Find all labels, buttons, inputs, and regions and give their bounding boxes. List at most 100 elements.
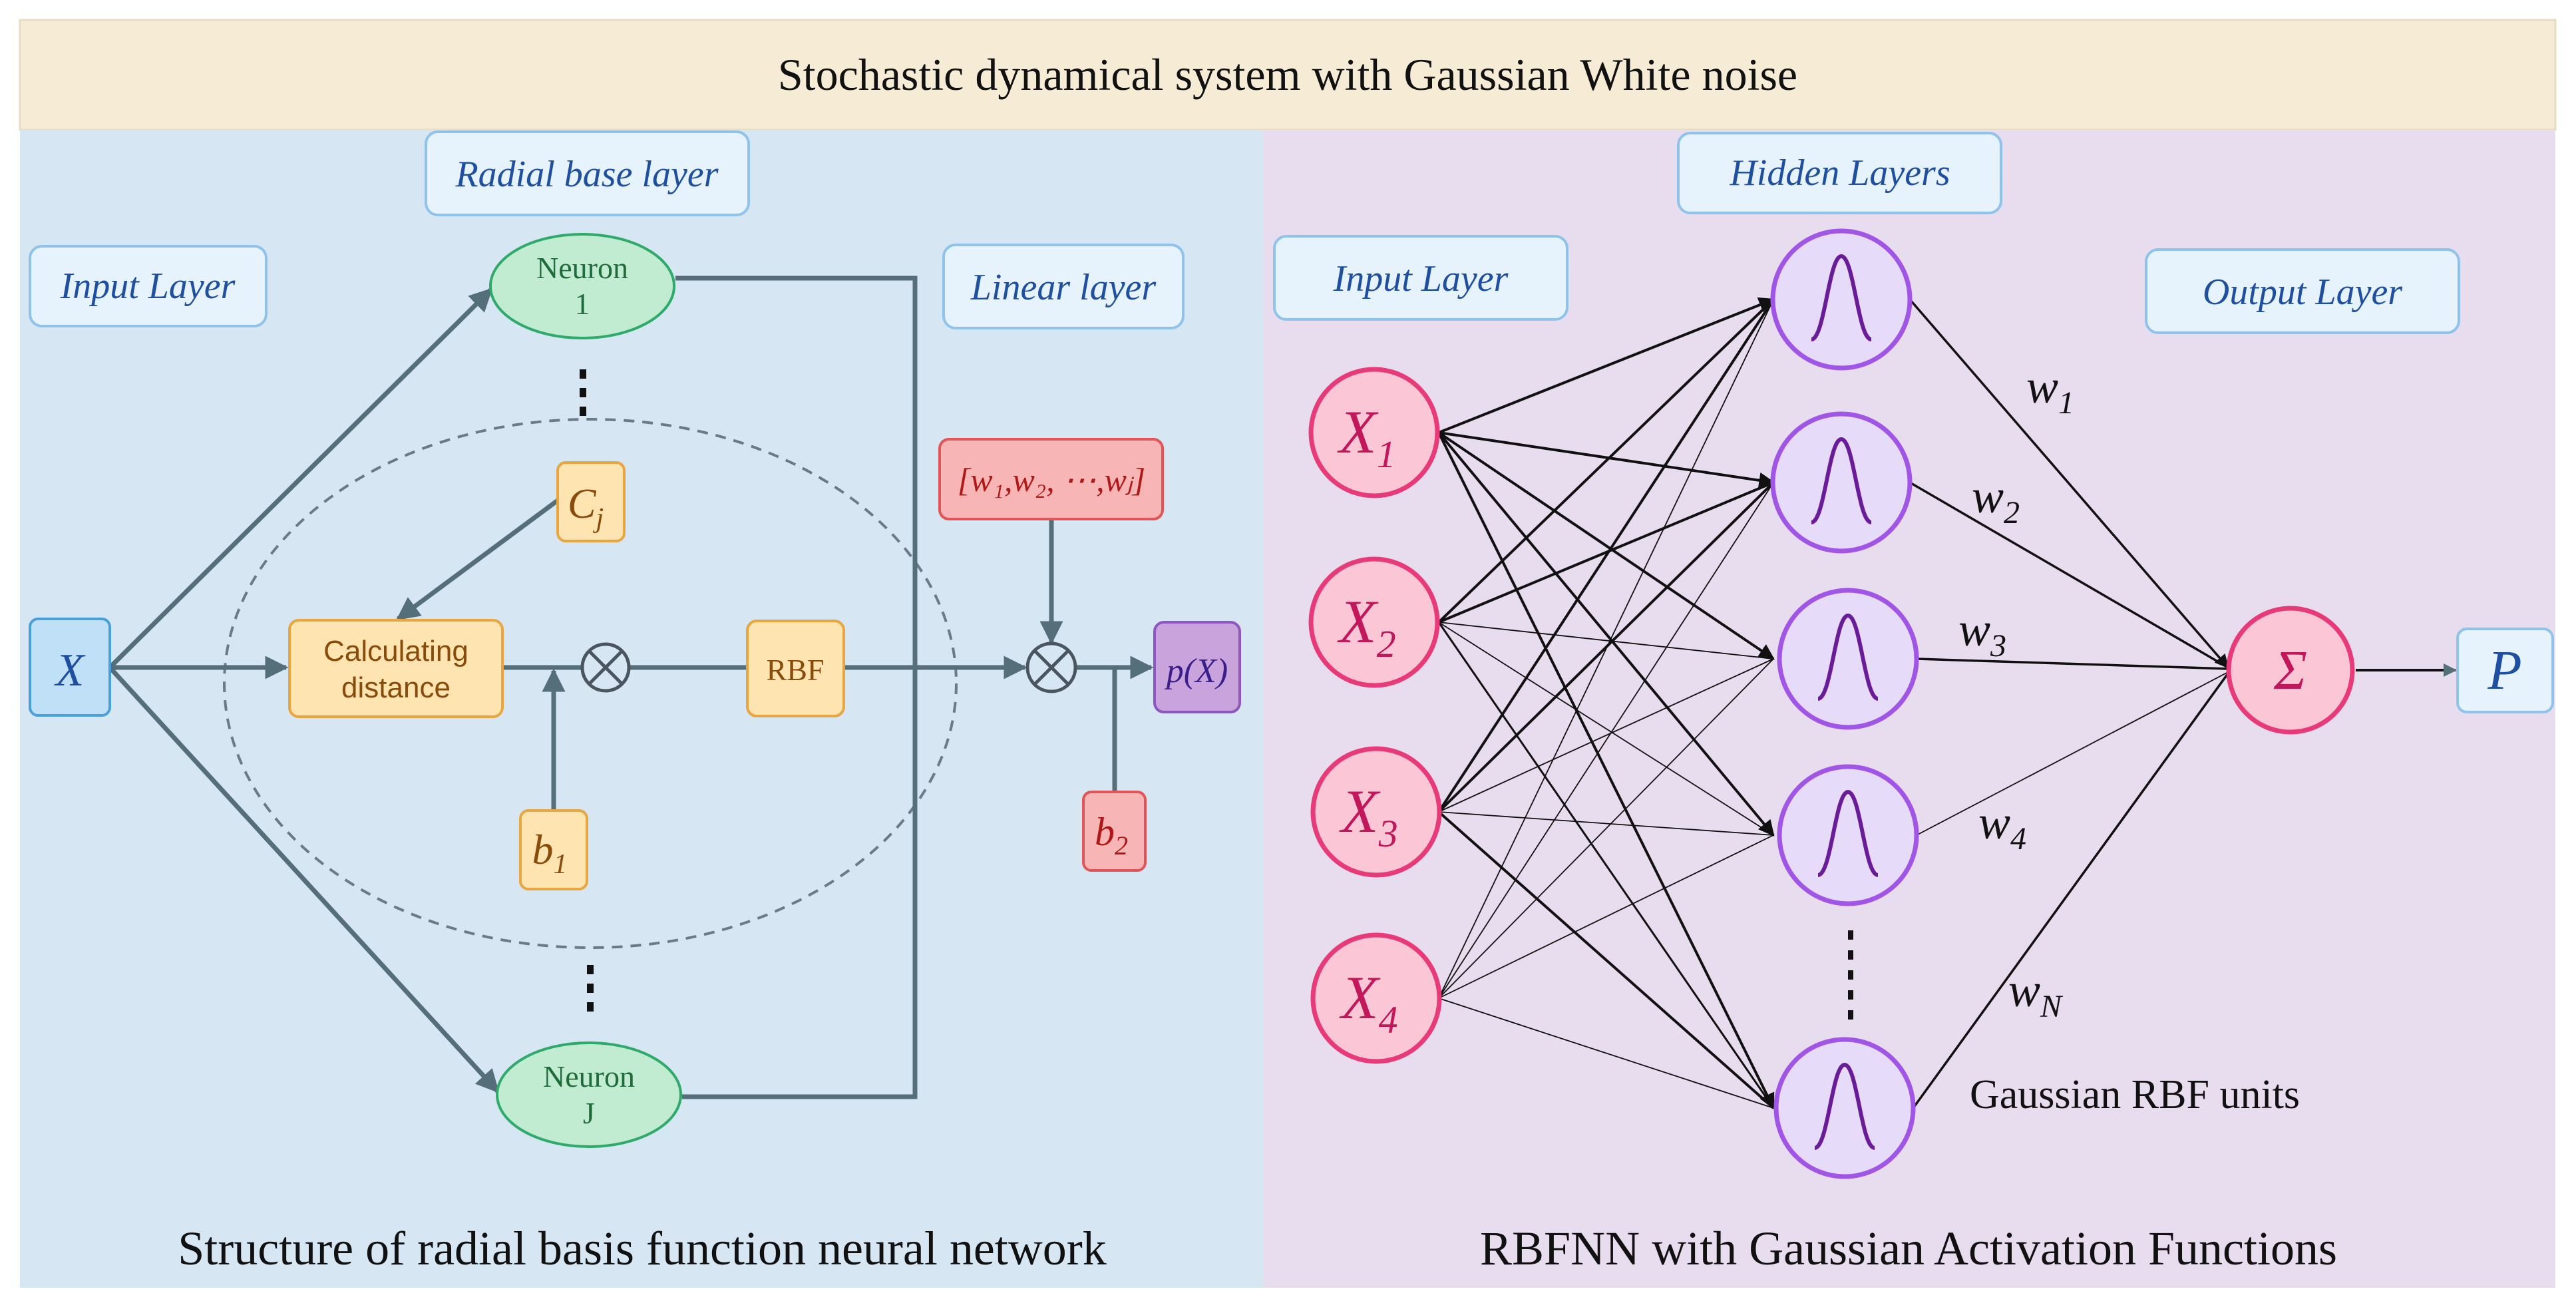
edge-center-distance	[396, 498, 560, 621]
center-subscript: j	[593, 503, 604, 534]
distance-box: Calculating distance	[288, 619, 504, 718]
neuron-1-line2: 1	[575, 287, 590, 321]
weights-vector-text: [w₁,w₂, ⋯,wⱼ]	[958, 461, 1145, 498]
edge-x-neuronJ	[108, 665, 500, 1093]
input-x1-sub: 1	[1377, 433, 1396, 476]
linear-layer-text: Linear layer	[970, 267, 1157, 308]
bias-2-main: b	[1095, 810, 1115, 854]
input-node-x3: X3	[1310, 746, 1442, 878]
hidden-layers-label: Hidden Layers	[1677, 132, 2002, 214]
input-x2-sub: 2	[1377, 622, 1396, 665]
svg-text:b2: b2	[1095, 810, 1128, 860]
gaussian-curve-icon	[1810, 254, 1873, 341]
weight-w1-main: w	[2026, 360, 2058, 413]
distance-line1: Calculating	[323, 635, 468, 667]
neuron-j: Neuron J	[496, 1041, 682, 1148]
weight-w3-main: w	[1958, 603, 1990, 656]
gaussian-curve-icon	[1810, 437, 1873, 524]
rbf-label: RBF	[767, 653, 825, 687]
input-x4-sub: 4	[1379, 998, 1398, 1041]
edge-neuron-bus	[675, 276, 918, 1099]
input-node-x4: X4	[1310, 932, 1442, 1064]
svg-text:X4: X4	[1338, 964, 1397, 1041]
linear-layer-label: Linear layer	[942, 244, 1185, 329]
left-input-node: X	[29, 618, 111, 717]
svg-text:w4: w4	[1978, 796, 2026, 856]
bias-1-node: b1	[519, 809, 588, 890]
input-node-x2: X2	[1308, 556, 1440, 688]
hidden-node-1	[1770, 228, 1913, 371]
weight-w2-main: w	[1972, 470, 2004, 523]
bias-1-sub: 1	[554, 849, 568, 880]
neuron-ellipsis-bottom	[587, 965, 594, 1012]
radial-base-layer-label: Radial base layer	[425, 130, 750, 216]
multiply-node-2	[1025, 642, 1077, 693]
svg-text:X1: X1	[1336, 398, 1395, 476]
input-x4-main: X	[1338, 964, 1381, 1032]
center-node: Cj	[556, 461, 626, 542]
left-output-node: p(X)	[1153, 621, 1241, 713]
input-x3-main: X	[1338, 777, 1381, 845]
distance-line2: distance	[341, 671, 451, 704]
right-output-node: P	[2456, 628, 2554, 713]
svg-text:wN: wN	[2008, 964, 2064, 1024]
hidden-node-4	[1777, 764, 1919, 906]
hidden-node-2	[1770, 411, 1913, 554]
sum-symbol: Σ	[2273, 640, 2307, 701]
weight-w2-sub: 2	[2004, 495, 2020, 530]
weight-wn-main: w	[2008, 964, 2040, 1017]
sum-node: Σ	[2226, 606, 2355, 735]
left-input-layer-label: Input Layer	[29, 245, 268, 327]
multiply-node-1	[580, 642, 631, 693]
gaussian-curve-icon	[1817, 789, 1879, 877]
weight-w3-sub: 3	[1990, 628, 2006, 663]
neuron-j-line1: Neuron	[543, 1059, 635, 1093]
header-band	[19, 19, 2557, 131]
input-node-x1: X1	[1308, 367, 1440, 498]
hidden-ellipsis	[1848, 930, 1853, 1020]
svg-text:w2: w2	[1972, 470, 2020, 530]
weight-wn-sub: N	[2040, 989, 2064, 1024]
right-caption: RBFNN with Gaussian Activation Functions	[1480, 1222, 2337, 1275]
bias-2-sub: 2	[1115, 831, 1128, 860]
neuron-1: Neuron 1	[489, 233, 675, 339]
right-input-layer-text: Input Layer	[1333, 258, 1509, 299]
svg-text:Cj: Cj	[568, 480, 604, 534]
input-x3-sub: 3	[1378, 812, 1398, 855]
left-caption: Structure of radial basis function neura…	[178, 1222, 1107, 1275]
right-input-layer-label: Input Layer	[1273, 235, 1568, 321]
weights-vector-box: [w₁,w₂, ⋯,wⱼ]	[938, 438, 1164, 520]
svg-text:X3: X3	[1338, 777, 1397, 855]
hidden-layers-text: Hidden Layers	[1729, 152, 1950, 194]
weight-w4-main: w	[1978, 796, 2010, 849]
left-input-symbol: X	[54, 645, 87, 696]
header-title: Stochastic dynamical system with Gaussia…	[778, 49, 1797, 100]
svg-text:w3: w3	[1958, 603, 2006, 663]
gaussian-units-label: Gaussian RBF units	[1970, 1072, 2300, 1117]
edge-x-neuron1	[108, 287, 493, 669]
radial-base-layer-text: Radial base layer	[455, 154, 718, 195]
right-output-symbol: P	[2487, 640, 2521, 701]
svg-text:X2: X2	[1336, 588, 1395, 665]
bias-2-node: b2	[1082, 791, 1147, 872]
left-output-text: p(X)	[1164, 652, 1228, 690]
radial-region-ellipse	[223, 418, 958, 949]
gaussian-curve-icon	[1817, 613, 1879, 701]
hidden-node-3	[1777, 588, 1919, 730]
input-x2-main: X	[1336, 588, 1379, 656]
neuron-1-line1: Neuron	[536, 251, 628, 285]
center-label: C	[568, 480, 597, 527]
output-layer-label: Output Layer	[2145, 248, 2460, 334]
left-input-layer-text: Input Layer	[60, 266, 236, 307]
bias-1-main: b	[532, 826, 554, 873]
neuron-j-line2: J	[583, 1096, 595, 1130]
svg-text:w1: w1	[2026, 360, 2074, 421]
weight-w1-sub: 1	[2058, 385, 2074, 421]
input-hidden-edges	[1437, 297, 1775, 1110]
output-layer-text: Output Layer	[2203, 272, 2402, 313]
gaussian-curve-icon	[1813, 1062, 1876, 1150]
input-x1-main: X	[1336, 398, 1379, 466]
hidden-output-edges	[1909, 298, 2457, 1109]
svg-text:b1: b1	[532, 826, 568, 880]
